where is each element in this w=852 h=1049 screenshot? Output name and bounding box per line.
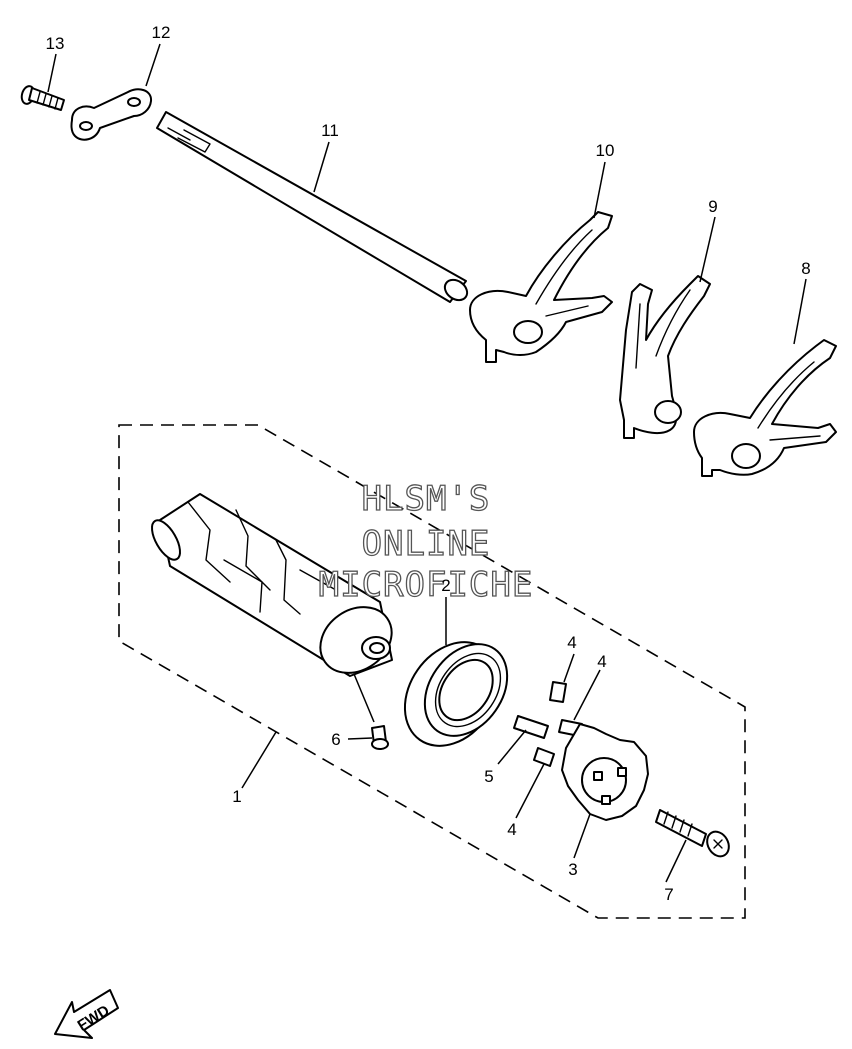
part-11-shaft[interactable] <box>156 111 471 304</box>
fwd-direction-arrow: FWD <box>54 989 119 1039</box>
callout-4-c: 4 <box>507 820 516 839</box>
callout-9: 9 <box>708 197 717 216</box>
part-2-bearing[interactable] <box>385 624 524 764</box>
assembly-group-boundary <box>118 424 746 919</box>
callout-1: 1 <box>232 787 241 806</box>
leader-lines <box>47 43 807 883</box>
part-6-bolt[interactable] <box>655 809 733 860</box>
callout-labels: 13 12 11 10 9 8 2 4 4 6 5 1 4 3 7 <box>46 23 811 904</box>
callout-11: 11 <box>321 121 339 140</box>
watermark-line-2: ONLINE <box>362 524 491 564</box>
part-12-plate[interactable] <box>70 88 152 141</box>
part-4-pin-c[interactable] <box>533 747 555 767</box>
callout-7: 6 <box>331 730 340 749</box>
watermark-line-1: HLSM'S <box>362 479 491 519</box>
part-10-shift-fork[interactable] <box>469 211 613 363</box>
part-5-pin[interactable] <box>513 715 549 739</box>
watermark-line-3: MICROFICHE <box>319 565 534 605</box>
callout-2: 2 <box>441 576 450 595</box>
callout-10: 10 <box>596 141 615 160</box>
part-4-pin-a[interactable] <box>549 681 567 703</box>
callout-8: 8 <box>801 259 810 278</box>
callout-4-a: 4 <box>567 633 576 652</box>
callout-3: 3 <box>568 860 577 879</box>
part-8-shift-fork[interactable] <box>693 339 837 477</box>
part-9-shift-fork[interactable] <box>619 275 711 439</box>
callout-4-b: 4 <box>597 652 606 671</box>
part-7-screw[interactable] <box>371 725 389 750</box>
callout-5: 5 <box>484 767 493 786</box>
callout-6: 7 <box>664 885 673 904</box>
callout-12: 12 <box>152 23 171 42</box>
part-1-shift-drum[interactable] <box>146 493 404 686</box>
part-13-screw[interactable] <box>20 85 65 111</box>
callout-13: 13 <box>46 34 65 53</box>
part-3-segment[interactable] <box>561 723 649 821</box>
watermark: HLSM'S ONLINE MICROFICHE <box>318 478 534 605</box>
